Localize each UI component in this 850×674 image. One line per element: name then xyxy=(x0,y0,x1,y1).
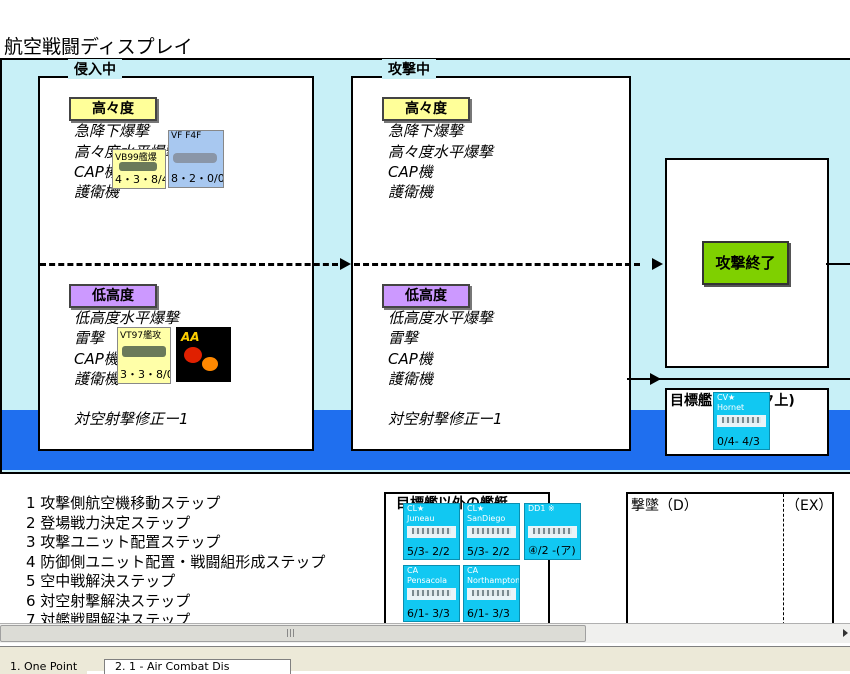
step-item: 6 対空射撃解決ステップ xyxy=(26,591,191,610)
result-shot-down: 撃墜（D） xyxy=(631,498,698,514)
explosion-icon xyxy=(202,357,218,371)
plane-icon xyxy=(122,346,166,357)
ship-hornet-class: CV★ xyxy=(717,393,736,402)
ship-northampton-name: Northampton xyxy=(467,576,520,585)
zone2-low-item-4: 護衛機 xyxy=(388,370,434,388)
ship-counter-sandiego[interactable]: CL★ SanDiego 5/3- 2/2 xyxy=(463,503,520,560)
counter-aa-label: AA xyxy=(181,330,200,344)
counter-vt97[interactable]: VT97艦攻 3・3・8/0 xyxy=(117,327,171,384)
ship-dd1-class: DD1 ※ xyxy=(528,504,555,513)
ship-sandiego-values: 5/3- 2/2 xyxy=(467,545,510,558)
ship-counter-northampton[interactable]: CA Northampton 6/1- 3/3 xyxy=(463,565,520,622)
counter-vf4f-values: 8・2・0/0 xyxy=(171,172,224,185)
ship-northampton-values: 6/1- 3/3 xyxy=(467,607,510,620)
zone1-aa-modifier: 対空射撃修正ー1 xyxy=(74,410,189,428)
high-altitude-badge-1: 高々度 xyxy=(69,97,157,121)
ship-northampton-class: CA xyxy=(467,566,479,575)
counter-vb99-label: VB99艦爆 xyxy=(115,153,157,163)
sheet-tab-one-point[interactable]: 1. One Point xyxy=(0,660,88,674)
zone1-low-item-2: 雷撃 xyxy=(74,329,105,347)
horizontal-scrollbar[interactable] xyxy=(0,623,850,643)
ship-silhouette-icon xyxy=(407,526,456,538)
flow-line-target xyxy=(627,378,850,380)
sheet-tab-air-combat[interactable]: 2. 1 - Air Combat Dis xyxy=(104,659,291,674)
counter-aa[interactable]: AA xyxy=(176,327,231,382)
ship-sandiego-class: CL★ xyxy=(467,504,485,513)
zone1-low-item-3: CAP機 xyxy=(74,350,119,368)
zone2-high-item-4: 護衛機 xyxy=(388,183,434,201)
attack-end-button[interactable]: 攻撃終了 xyxy=(702,241,789,285)
attack-end-zone xyxy=(665,158,829,368)
ship-silhouette-icon xyxy=(717,415,766,427)
counter-vt97-values: 3・3・8/0 xyxy=(120,368,171,381)
ship-hornet-name: Hornet xyxy=(717,403,745,412)
zone2-high-item-2: 高々度水平爆撃 xyxy=(388,143,494,161)
steps-list: 1 攻撃側航空機移動ステップ 2 登場戦力決定ステップ 3 攻撃ユニット配置ステ… xyxy=(26,494,325,631)
scrollbar-grip-icon xyxy=(287,629,295,637)
step-item: 4 防御側ユニット配置・戦闘組形成ステップ xyxy=(26,552,326,571)
ship-counter-pensacola[interactable]: CA Pensacola 6/1- 3/3 xyxy=(403,565,460,622)
ship-sandiego-name: SanDiego xyxy=(467,514,506,523)
flow-line-exit xyxy=(826,263,850,265)
zone1-high-item-4: 護衛機 xyxy=(74,183,120,201)
results-divider xyxy=(783,494,784,630)
zone2-low-item-1: 低高度水平爆撃 xyxy=(388,309,494,327)
ship-juneau-values: 5/3- 2/2 xyxy=(407,545,450,558)
ship-hornet-values: 0/4- 4/3 xyxy=(717,435,760,448)
ship-silhouette-icon xyxy=(467,526,516,538)
counter-vf4f-label: VF F4F xyxy=(171,131,202,141)
ship-dd1-values: ④/2 -(ア) xyxy=(528,544,576,557)
result-ex: （EX） xyxy=(786,498,833,514)
flow-arrow-2 xyxy=(652,258,663,270)
ship-counter-dd1[interactable]: DD1 ※ ④/2 -(ア) xyxy=(524,503,581,560)
zone2-high-item-3: CAP機 xyxy=(388,163,433,181)
zone1-low-item-1: 低高度水平爆撃 xyxy=(74,309,180,327)
step-item: 1 攻撃側航空機移動ステップ xyxy=(26,494,221,512)
counter-vb99-values: 4・3・8/4 xyxy=(115,173,166,186)
explosion-icon xyxy=(184,347,202,363)
step-item: 2 登場戦力決定ステップ xyxy=(26,513,191,532)
flow-line-dashed xyxy=(40,263,338,266)
ship-juneau-name: Juneau xyxy=(407,514,435,523)
ship-pensacola-class: CA xyxy=(407,566,419,575)
plane-icon xyxy=(173,153,217,163)
page-title: 航空戦闘ディスプレイ xyxy=(4,36,193,58)
counter-vt97-label: VT97艦攻 xyxy=(120,331,162,341)
low-altitude-badge-2: 低高度 xyxy=(382,284,470,308)
zone-penetrating-label: 侵入中 xyxy=(68,59,122,79)
zone2-aa-modifier: 対空射撃修正ー1 xyxy=(388,410,503,428)
ship-pensacola-name: Pensacola xyxy=(407,576,448,585)
plane-icon xyxy=(119,162,157,171)
flow-arrow-target xyxy=(650,373,661,385)
zone1-high-item-1: 急降下爆撃 xyxy=(74,122,150,140)
ship-silhouette-icon xyxy=(528,526,577,538)
zone-attacking-label: 攻撃中 xyxy=(382,59,436,79)
counter-vf4f[interactable]: VF F4F 8・2・0/0 xyxy=(168,130,224,188)
zone2-high-item-1: 急降下爆撃 xyxy=(388,122,464,140)
zone1-low-item-4: 護衛機 xyxy=(74,370,120,388)
zone2-low-item-3: CAP機 xyxy=(388,350,433,368)
low-altitude-badge-1: 低高度 xyxy=(69,284,157,308)
ship-juneau-class: CL★ xyxy=(407,504,425,513)
ship-pensacola-values: 6/1- 3/3 xyxy=(407,607,450,620)
scroll-right-icon[interactable] xyxy=(843,629,848,637)
step-item: 5 空中戦解決ステップ xyxy=(26,572,176,590)
ship-silhouette-icon xyxy=(407,588,456,600)
ship-silhouette-icon xyxy=(467,588,516,600)
ship-counter-hornet[interactable]: CV★ Hornet 0/4- 4/3 xyxy=(713,392,770,450)
flow-line-dashed-2 xyxy=(354,263,640,266)
counter-vb99[interactable]: VB99艦爆 4・3・8/4 xyxy=(112,149,166,189)
ship-counter-juneau[interactable]: CL★ Juneau 5/3- 2/2 xyxy=(403,503,460,560)
zone1-high-item-3: CAP機 xyxy=(74,163,119,181)
results-box xyxy=(626,492,834,636)
high-altitude-badge-2: 高々度 xyxy=(382,97,470,121)
flow-arrow-1 xyxy=(340,258,351,270)
zone2-low-item-2: 雷撃 xyxy=(388,329,419,347)
step-item: 3 攻撃ユニット配置ステップ xyxy=(26,533,221,551)
